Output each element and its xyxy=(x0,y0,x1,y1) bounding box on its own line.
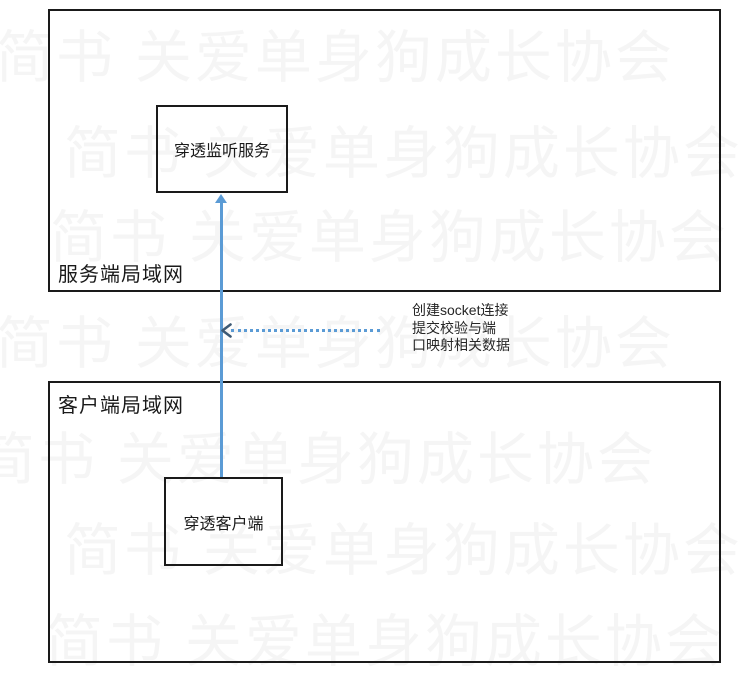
watermark-row: 简书 关爱单身狗成长协会 xyxy=(0,428,657,492)
client-node-label: 穿透客户端 xyxy=(183,515,264,533)
watermark-row: 简书 关爱单身狗成长协会 xyxy=(0,312,675,376)
annotation-line-1: 创建socket连接 xyxy=(412,302,509,318)
server-lan-label: 服务端局域网 xyxy=(58,264,184,286)
client-node-box: 穿透客户端 xyxy=(164,477,283,566)
watermark-row: 简书 关爱单身狗成长协会 xyxy=(64,122,742,186)
annotation-line-3: 口映射相关数据 xyxy=(412,337,510,353)
watermark-row: 简书 关爱单身狗成长协会 xyxy=(50,206,729,270)
watermark-row: 简书 关爱单身狗成长协会 xyxy=(64,519,742,583)
client-lan-label: 客户端局域网 xyxy=(58,395,184,417)
watermark-row: 简书 关爱单身狗成长协会 xyxy=(0,26,675,90)
left-arrowhead-icon xyxy=(221,323,232,343)
dotted-connector-line xyxy=(231,329,380,332)
connection-annotation: 创建socket连接 提交校验与端 口映射相关数据 xyxy=(412,302,510,355)
watermark-row: 简书 关爱单身狗成长协会 xyxy=(46,610,725,674)
client-lan-box: 客户端局域网 xyxy=(48,381,721,663)
annotation-line-2: 提交校验与端 xyxy=(412,319,496,336)
server-node-label: 穿透监听服务 xyxy=(173,143,270,160)
up-arrowhead-icon xyxy=(215,194,227,203)
vertical-connector-line xyxy=(220,202,223,477)
server-node-box: 穿透监听服务 xyxy=(156,105,288,193)
server-lan-box: 服务端局域网 xyxy=(48,9,721,292)
